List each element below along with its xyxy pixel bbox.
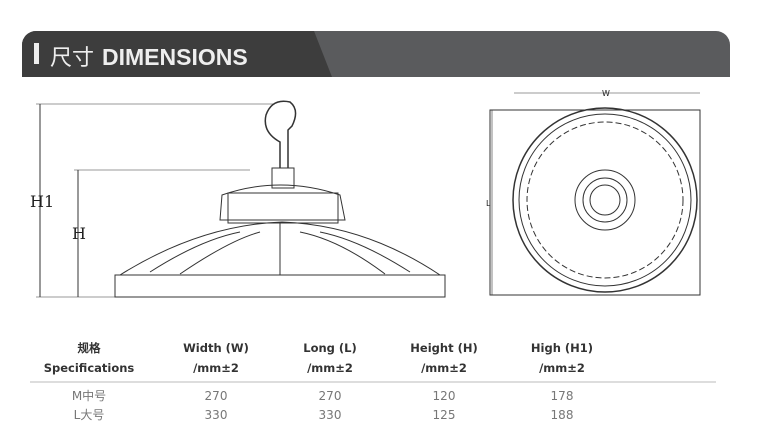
cell-long: 330: [318, 408, 342, 422]
section-title: 尺寸 DIMENSIONS: [50, 40, 248, 72]
table-row: M中号 270 270 120 178: [30, 387, 716, 406]
header-accent-bar: [34, 43, 39, 64]
header-line1: Long (L): [303, 341, 357, 355]
cell-width: 330: [204, 408, 228, 422]
header-line2: /mm±2: [193, 361, 239, 375]
cell-spec: L大号: [73, 408, 105, 422]
header-line2: /mm±2: [307, 361, 353, 375]
label-h1: H1: [30, 192, 54, 211]
title-en: DIMENSIONS: [102, 44, 248, 70]
cell-height: 125: [432, 408, 456, 422]
section-header: 尺寸 DIMENSIONS: [22, 31, 730, 77]
header-line2: /mm±2: [539, 361, 585, 375]
title-cn: 尺寸: [50, 46, 95, 71]
header-high: High (H1) /mm±2: [512, 338, 612, 378]
table-divider: [30, 381, 716, 383]
cell-high: 188: [550, 408, 574, 422]
label-w: W: [602, 89, 610, 98]
cell-height: 120: [432, 389, 456, 403]
header-line2: Specifications: [43, 361, 135, 375]
header-line2: /mm±2: [421, 361, 467, 375]
label-h: H: [72, 224, 86, 243]
cell-spec: M中号: [71, 389, 107, 403]
table-row: L大号 330 330 125 188: [30, 406, 716, 425]
header-line1: Height (H): [410, 341, 478, 355]
side-view: H1 H: [30, 100, 446, 298]
header-long: Long (L) /mm±2: [284, 338, 376, 378]
header-line1: 规格: [77, 341, 101, 355]
header-specifications: 规格 Specifications: [30, 338, 148, 378]
header-line1: Width (W): [183, 341, 249, 355]
header-dark-band: [22, 31, 332, 77]
cell-width: 270: [204, 389, 228, 403]
top-view: W L: [486, 89, 701, 296]
header-height: Height (H) /mm±2: [376, 338, 512, 378]
cell-high: 178: [550, 389, 574, 403]
label-l: L: [486, 199, 491, 208]
header-line1: High (H1): [530, 341, 594, 355]
header-width: Width (W) /mm±2: [148, 338, 284, 378]
cell-long: 270: [318, 389, 342, 403]
dimensions-table: 规格 Specifications Width (W) /mm±2 Long (L)…: [30, 338, 716, 425]
table-header-row: 规格 Specifications Width (W) /mm±2 Long (L)…: [30, 338, 716, 378]
